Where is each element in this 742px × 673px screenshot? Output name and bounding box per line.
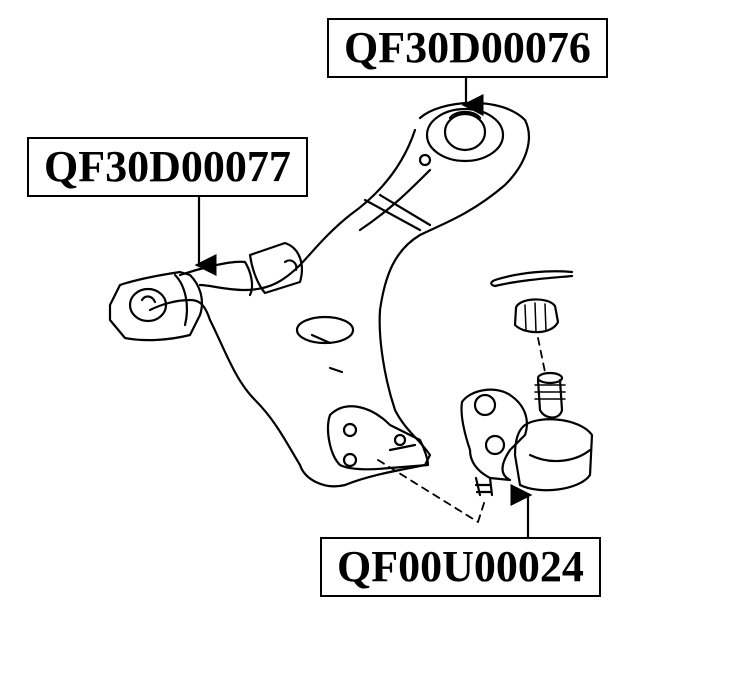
cotter-pin — [490, 270, 574, 288]
ball-joint-bolt — [474, 476, 494, 497]
ball-joint-body — [513, 418, 594, 492]
assembly-guide-dashes — [377, 337, 546, 523]
front-bracket — [248, 241, 303, 295]
rear-bushing-inner — [443, 112, 487, 152]
rear-bushing — [425, 107, 505, 163]
ball-joint-flange — [460, 388, 528, 482]
ball-joint-stud — [536, 378, 564, 419]
castle-nut — [513, 298, 560, 334]
balljoint-mount-plate — [326, 405, 430, 471]
part-number-label-bottom: QF00U00024 — [320, 537, 601, 597]
arm-center-hole — [295, 315, 355, 345]
control-arm-ridge — [358, 168, 432, 232]
part-number-label-top: QF30D00076 — [327, 18, 608, 78]
control-arm-outline — [148, 101, 530, 488]
front-bushing — [108, 270, 204, 342]
part-number-label-left: QF30D00077 — [27, 137, 308, 197]
